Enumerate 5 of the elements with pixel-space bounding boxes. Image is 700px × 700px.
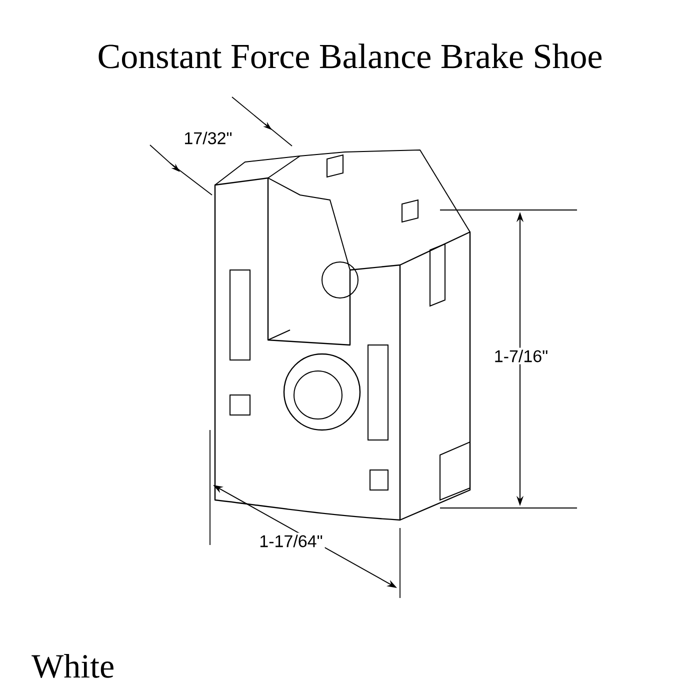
dimension-label: 1-7/16"	[492, 348, 550, 364]
dimension-label: 1-17/64"	[257, 532, 325, 550]
title: Constant Force Balance Brake Shoe	[98, 44, 602, 68]
dimension-label: 17/32"	[182, 130, 234, 146]
color-note: White	[32, 654, 114, 678]
